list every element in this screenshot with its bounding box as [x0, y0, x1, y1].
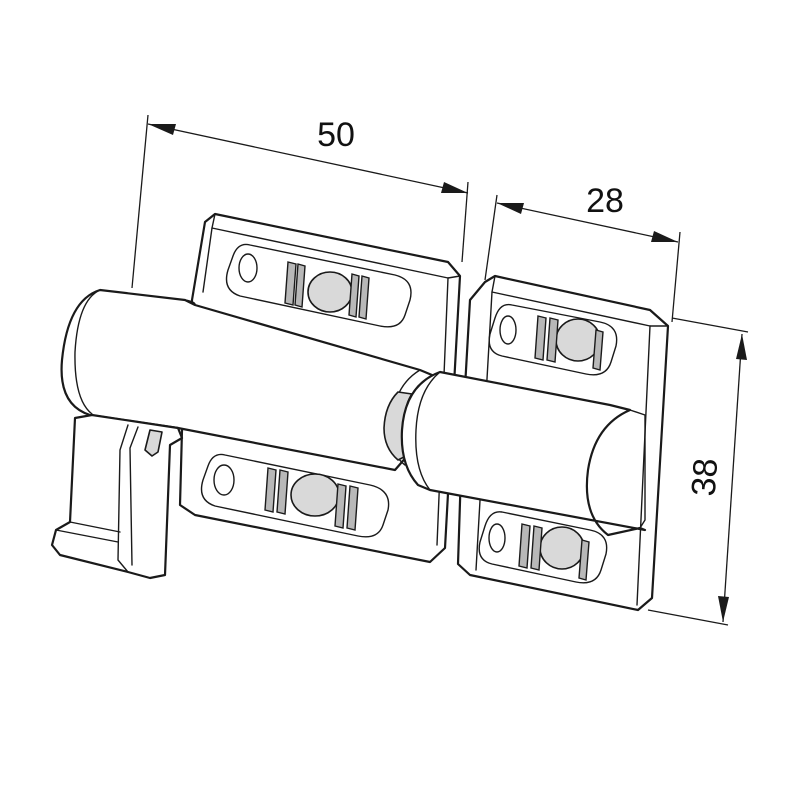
- dimension-label-28: 28: [586, 182, 624, 220]
- right-cylinder: [400, 370, 647, 537]
- left-plate-lower-slot: [200, 453, 390, 538]
- right-plate-lower-slot: [478, 511, 608, 584]
- right-plate-upper-slot: [488, 303, 618, 376]
- dimension-height: 38: [647, 317, 749, 626]
- dimension-label-50: 50: [317, 116, 355, 154]
- dimension-label-38: 38: [685, 457, 726, 497]
- dimension-overall-width: 50: [131, 114, 469, 289]
- left-plate-upper-slot: [225, 243, 412, 328]
- hook-tab: [50, 413, 184, 580]
- dimension-right-plate-width: 28: [484, 182, 681, 323]
